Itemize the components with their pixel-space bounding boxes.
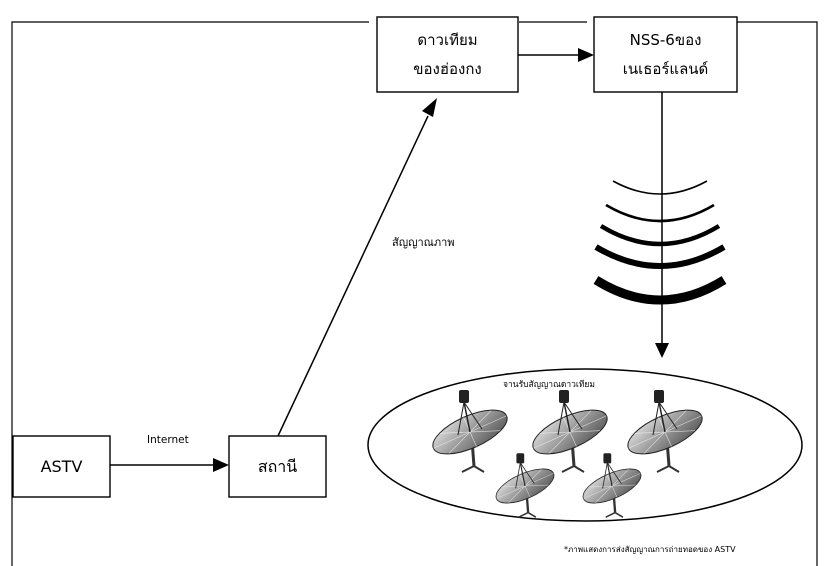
satellite-hk-line2: ของฮ่องกง	[413, 59, 482, 78]
arrow-astv-to-station	[110, 458, 229, 472]
satellite-dish-icon	[495, 453, 555, 518]
nss6-box	[593, 16, 738, 93]
astv-label: ASTV	[13, 436, 110, 497]
station-text: สถานี	[257, 457, 298, 476]
receiver-group-label: จานรับสัญญาณดาวเทียม	[503, 380, 596, 390]
signal-waves-icon	[593, 180, 727, 305]
satellite-dish-icon	[582, 453, 642, 518]
nss6-label: NSS-6ของ เนเธอร์แลนด์	[594, 17, 737, 92]
satellite-dish-icon	[532, 390, 608, 473]
arrow-satellite-to-nss6	[518, 48, 594, 62]
edge-label-internet: Internet	[147, 434, 189, 446]
nss6-line1: NSS-6ของ	[629, 30, 702, 49]
frame	[11, 21, 818, 566]
arrow-station-to-satellite	[277, 98, 437, 437]
satellite-hk-box	[376, 16, 519, 93]
receiver-group-ellipse	[367, 368, 803, 522]
arrow-nss6-to-receivers	[655, 92, 669, 358]
satellite-dish-icon	[432, 390, 508, 473]
astv-text: ASTV	[40, 457, 83, 476]
station-box	[228, 435, 327, 498]
station-label: สถานี	[229, 436, 326, 497]
edge-label-video-signal: สัญญาณภาพ	[392, 236, 455, 249]
satellite-hk-label: ดาวเทียม ของฮ่องกง	[377, 17, 518, 92]
astv-box	[12, 435, 111, 498]
satellite-dish-icon	[627, 390, 703, 473]
nss6-line2: เนเธอร์แลนด์	[622, 59, 709, 78]
caption: *ภาพแสดงการส่งสัญญาณการถ่ายทอดของ ASTV	[564, 545, 736, 554]
satellite-hk-line1: ดาวเทียม	[417, 30, 478, 49]
